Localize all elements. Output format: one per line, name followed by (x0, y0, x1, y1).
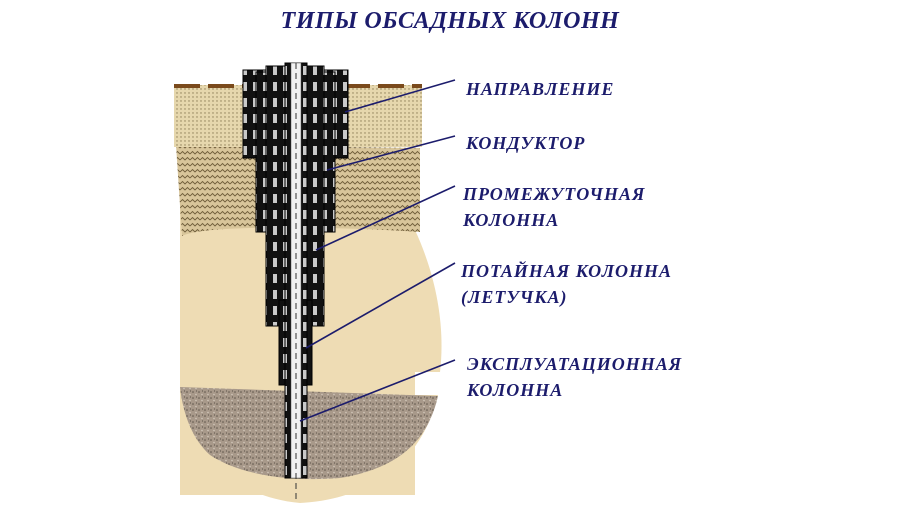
leader-lines (299, 79, 456, 422)
label-intermediate-casing: ПРОМЕЖУТОЧНАЯ КОЛОННА (463, 184, 646, 230)
label-conductor: КОНДУКТОР (466, 133, 586, 153)
leader-production (299, 359, 456, 422)
label-production-casing: ЭКСПЛУАТАЦИОННАЯ КОЛОННА (467, 354, 683, 400)
diagram-title: ТИПЫ ОБСАДНЫХ КОЛОНН (280, 8, 620, 34)
leader-intermediate (315, 185, 456, 251)
leader-liner (305, 262, 456, 349)
label-direction: НАПРАВЛЕНИЕ (466, 79, 615, 99)
label-liner: ПОТАЙНАЯ КОЛОННА (ЛЕТУЧКА) (461, 261, 673, 307)
leader-conductor (326, 135, 456, 171)
leader-direction (344, 79, 456, 113)
casing-strings (242, 62, 349, 500)
rock-layer (180, 387, 438, 480)
sand-bulge (415, 230, 442, 372)
